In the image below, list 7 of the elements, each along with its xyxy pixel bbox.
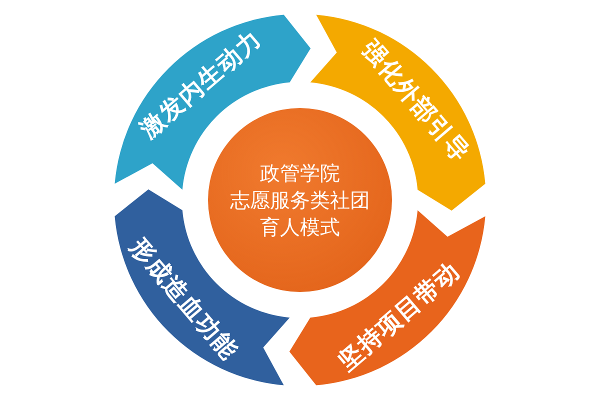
center-title: 育人模式 bbox=[260, 214, 340, 240]
center-title: 政管学院 bbox=[260, 160, 340, 186]
segment-label: 形成造血功能 bbox=[126, 234, 242, 364]
center-title: 志愿服务类社团 bbox=[230, 186, 370, 214]
segment-label: 坚持项目带动 bbox=[334, 258, 464, 374]
segment-label: 强化外部引导 bbox=[358, 36, 474, 166]
segment-label: 激发内生动力 bbox=[136, 26, 266, 142]
